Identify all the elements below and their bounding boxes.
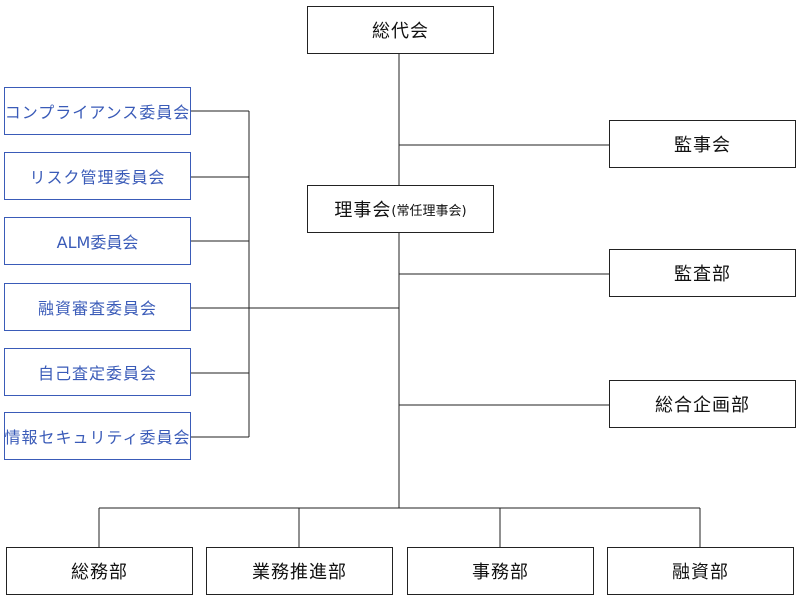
department-gyomu-suishinbu: 業務推進部 <box>206 547 393 595</box>
department-label: 総務部 <box>71 562 128 583</box>
committee-alm: ALM委員会 <box>4 217 191 265</box>
committee-label: 情報セキュリティ委員会 <box>4 428 191 447</box>
side-unit-label: 総合企画部 <box>655 395 750 416</box>
department-label: 融資部 <box>672 562 729 583</box>
side-unit-sogokikakubu: 総合企画部 <box>609 380 796 428</box>
committee-compliance: コンプライアンス委員会 <box>4 87 191 135</box>
department-jimubu: 事務部 <box>407 547 594 595</box>
committee-information-security: 情報セキュリティ委員会 <box>4 412 191 460</box>
side-unit-label: 監事会 <box>674 135 731 156</box>
committee-risk-management: リスク管理委員会 <box>4 152 191 200</box>
committee-loan-review: 融資審査委員会 <box>4 283 191 331</box>
board-box: 理事会(常任理事会) <box>307 185 494 233</box>
committee-label: 融資審査委員会 <box>37 299 157 318</box>
department-label: 事務部 <box>472 562 529 583</box>
committee-label: ALM委員会 <box>56 233 139 252</box>
department-somubu: 総務部 <box>6 547 193 595</box>
board-label: 理事会 <box>334 200 392 221</box>
board-sub-label: (常任理事会) <box>391 203 467 219</box>
department-yushibu: 融資部 <box>607 547 794 595</box>
side-unit-kanjikai: 監事会 <box>609 120 796 168</box>
general-assembly-label: 総代会 <box>372 21 429 42</box>
department-label: 業務推進部 <box>252 562 347 583</box>
general-assembly-box: 総代会 <box>307 6 494 54</box>
committee-label: 自己査定委員会 <box>37 364 157 383</box>
committee-self-assessment: 自己査定委員会 <box>4 348 191 396</box>
side-unit-kansabu: 監査部 <box>609 249 796 297</box>
side-unit-label: 監査部 <box>674 264 731 285</box>
committee-label: コンプライアンス委員会 <box>4 103 191 122</box>
committee-label: リスク管理委員会 <box>29 168 166 187</box>
